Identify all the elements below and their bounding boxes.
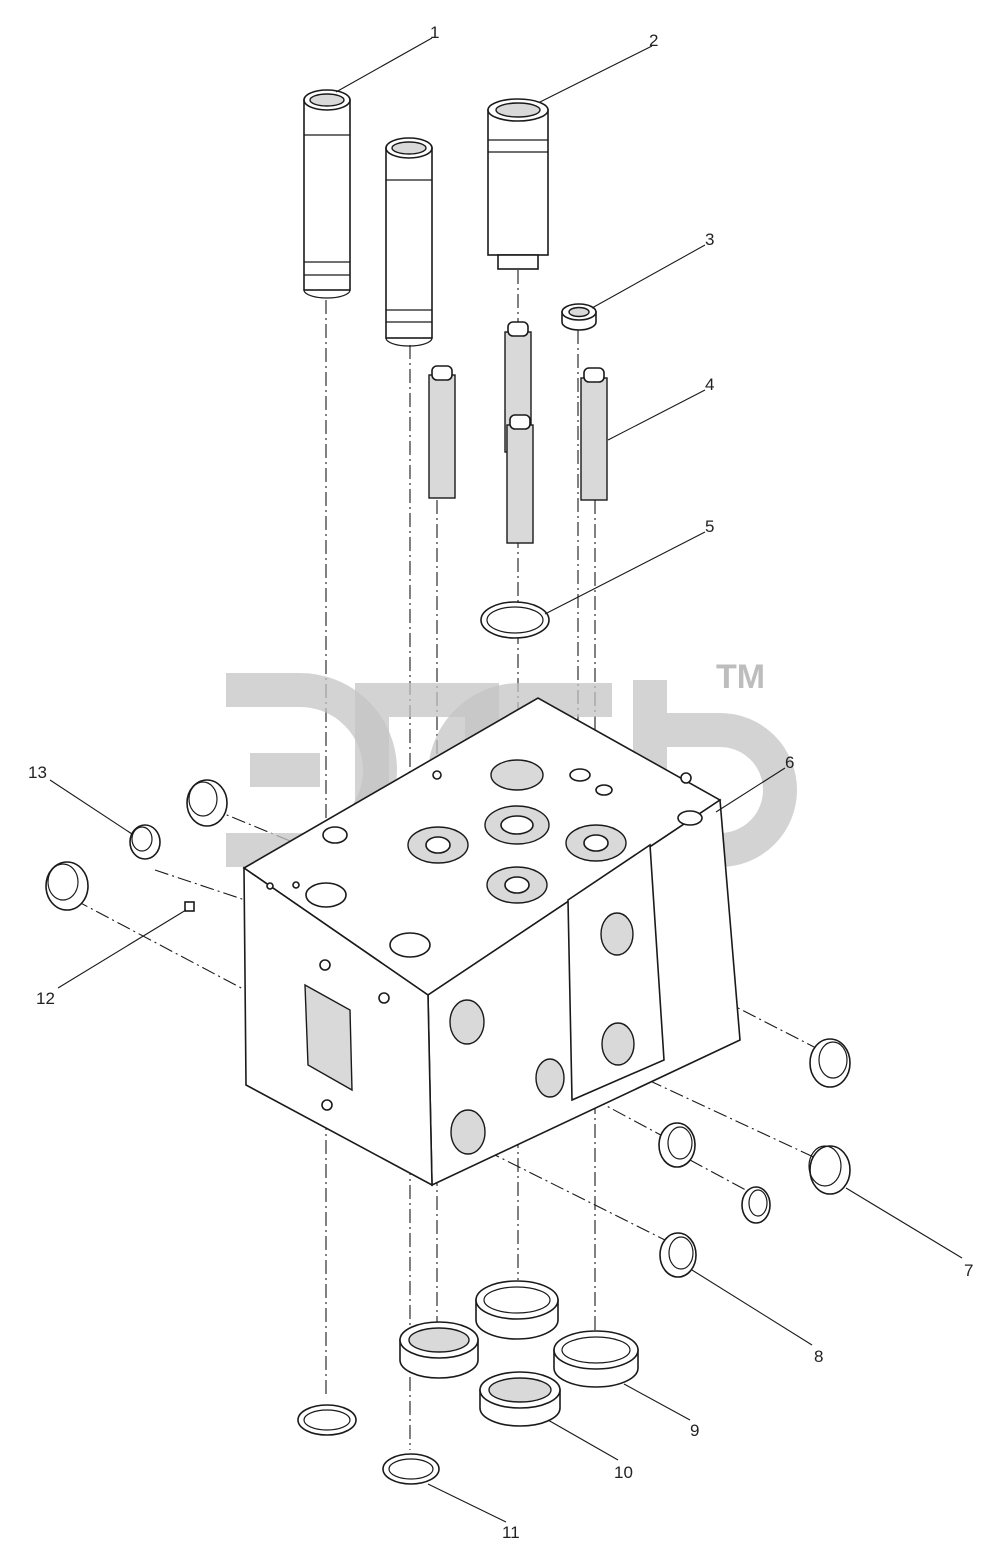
callout-12: 12 [36, 989, 55, 1008]
callout-11: 11 [502, 1523, 520, 1542]
plug-left-top [186, 779, 228, 827]
valve-seat-insert-a [399, 1321, 479, 1379]
callout-7: 7 [964, 1261, 973, 1280]
small-plug-right [741, 1186, 771, 1224]
callout-1: 1 [430, 23, 439, 42]
o-ring-lower-left [297, 1404, 357, 1436]
callout-4: 4 [705, 375, 714, 394]
callout-labels: 1 2 3 4 5 6 7 8 9 10 11 12 13 [28, 23, 973, 1542]
leader-lines [49, 37, 963, 1523]
valve-seat-insert-d [479, 1371, 561, 1427]
plug-upper-right [809, 1038, 851, 1088]
sleeve-tube-right [385, 137, 433, 347]
callout-3: 3 [705, 230, 714, 249]
callout-9: 9 [690, 1421, 699, 1440]
callout-13: 13 [28, 763, 47, 782]
ring-seal-upper [658, 1122, 696, 1168]
callout-10: 10 [614, 1463, 633, 1482]
o-ring-lower-right [382, 1453, 440, 1485]
valve-seat-insert-c [553, 1330, 639, 1388]
dowel-pin [184, 901, 195, 912]
callout-5: 5 [705, 517, 714, 536]
callout-6: 6 [785, 753, 794, 772]
cylinder-head-block [242, 697, 741, 1187]
valve-seat-insert-b [475, 1280, 559, 1340]
injector-sleeve [487, 98, 549, 270]
callout-2: 2 [649, 31, 658, 50]
o-ring-upper [480, 601, 550, 639]
expansion-plug [808, 1145, 851, 1195]
plug-left-small [129, 824, 161, 860]
small-ring [561, 303, 597, 331]
sleeve-tube-left [303, 89, 351, 299]
callout-8: 8 [814, 1347, 823, 1366]
ring-seal-lower [659, 1232, 697, 1278]
watermark-tm: TM [716, 658, 765, 696]
plug-left-bottom [45, 861, 89, 911]
valve-guides [428, 321, 608, 544]
